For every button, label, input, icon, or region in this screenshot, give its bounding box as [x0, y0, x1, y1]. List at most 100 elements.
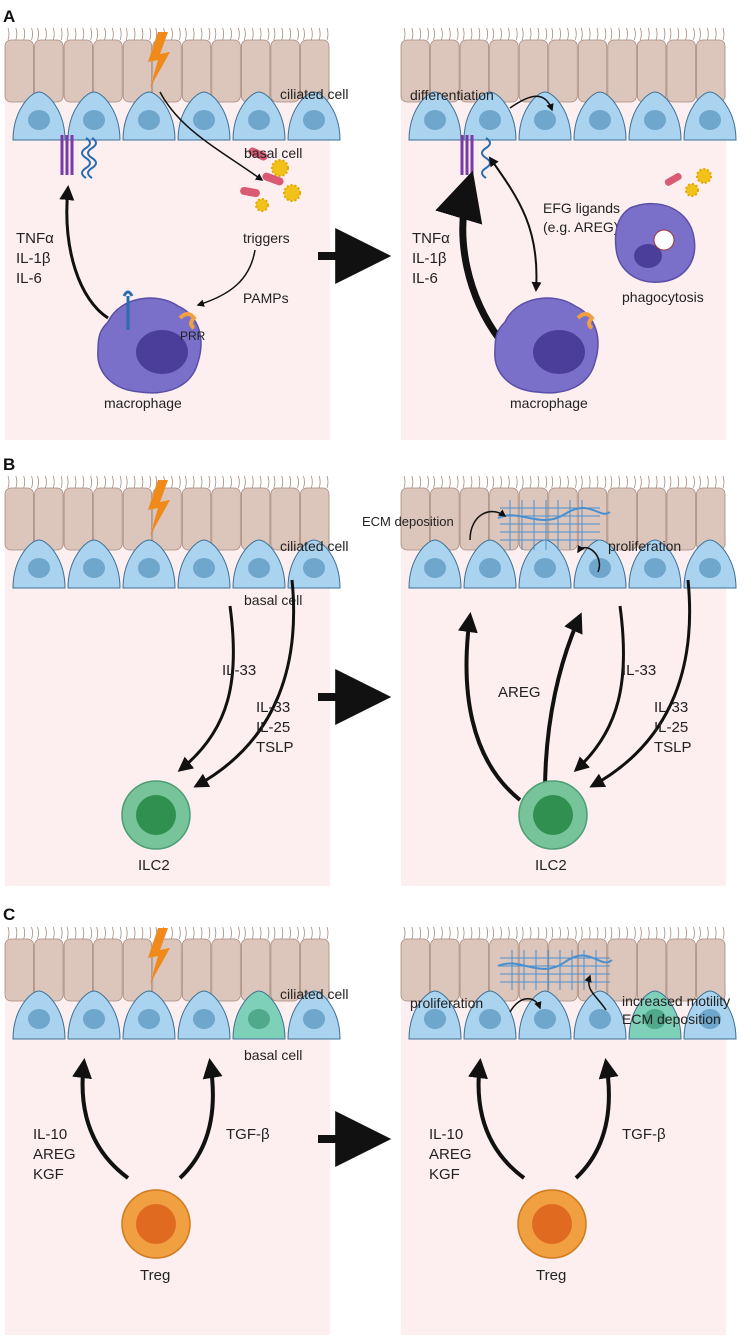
cilium: [610, 926, 613, 940]
cilium: [237, 475, 240, 489]
cilium: [693, 27, 695, 41]
cilium: [192, 926, 195, 940]
basal-nucleus: [699, 558, 721, 578]
cilium: [303, 27, 305, 41]
cilium: [267, 475, 270, 489]
cilium: [74, 926, 77, 940]
cilium: [596, 475, 599, 489]
arrow-areg: [543, 612, 583, 793]
cilium: [66, 27, 69, 41]
cilium: [15, 926, 18, 940]
cilium: [639, 475, 642, 489]
virus-icon: [685, 183, 699, 197]
cilium: [259, 475, 262, 489]
cilium: [559, 926, 561, 940]
cilium: [178, 475, 181, 489]
cilium: [52, 27, 55, 41]
mix-label: TSLP: [256, 739, 294, 756]
cilium: [141, 27, 144, 41]
cilium: [685, 926, 688, 940]
cilium: [604, 475, 607, 489]
cilium: [303, 475, 305, 489]
ilc2-label: ILC2: [535, 857, 567, 874]
cilium: [273, 926, 276, 940]
cilium: [462, 926, 465, 940]
cilium: [639, 926, 642, 940]
arrow-areg: [457, 612, 522, 802]
cilium: [596, 27, 599, 41]
basal-nucleus: [138, 1009, 160, 1029]
cilium: [74, 27, 77, 41]
cilium: [492, 27, 495, 41]
basal-nucleus: [589, 558, 611, 578]
cilium: [567, 475, 569, 489]
cilium: [580, 926, 583, 940]
epithelium: [400, 27, 737, 141]
cilium: [588, 475, 591, 489]
basal-nucleus: [83, 558, 105, 578]
cilium: [419, 475, 422, 489]
cilium: [310, 27, 313, 41]
cilium: [663, 926, 666, 940]
ecm-label: ECM deposition: [622, 1011, 721, 1027]
cilium: [251, 926, 254, 940]
basal-nucleus: [424, 558, 446, 578]
ciliated-cell: [270, 39, 300, 103]
basal-nucleus: [248, 1009, 270, 1029]
cilium: [448, 475, 451, 489]
ciliated-cell: [4, 938, 34, 1002]
areg-label: AREG: [498, 684, 541, 701]
cilium: [60, 475, 63, 489]
receptor-icon: [122, 290, 134, 330]
ciliated-cell: [459, 487, 490, 551]
cilium: [171, 475, 173, 489]
cilium: [685, 475, 688, 489]
ciliated-cell: [666, 39, 696, 103]
cilium: [610, 475, 613, 489]
cilium: [222, 475, 225, 489]
panel-letter-b: B: [3, 455, 15, 474]
cilium: [178, 926, 181, 940]
cilium: [633, 475, 636, 489]
arrow-tgf: [178, 1058, 223, 1180]
arrow-cytokines: [59, 185, 109, 320]
cilium: [74, 475, 77, 489]
cilium: [588, 926, 591, 940]
cilium: [722, 475, 725, 489]
arrow-trigger: [159, 91, 264, 181]
epithelium: [4, 926, 341, 1040]
cilium: [626, 926, 628, 940]
cilium: [669, 27, 672, 41]
cilium: [267, 27, 270, 41]
tgf-label: TGF-β: [622, 1126, 666, 1143]
ciliated-cell: [211, 938, 241, 1002]
cilium: [7, 27, 10, 41]
basal-nucleus: [28, 1009, 50, 1029]
il33-label: IL-33: [222, 662, 256, 679]
ciliated-cell: [666, 938, 696, 1002]
cilium: [580, 27, 583, 41]
arrow-motility: [584, 974, 607, 1011]
cilium: [448, 27, 451, 41]
cilium: [133, 475, 136, 489]
cilium: [96, 27, 99, 41]
cilium: [551, 475, 554, 489]
treg-nucleus: [532, 1204, 572, 1244]
cilium: [208, 926, 211, 940]
ciliated-cell: [607, 39, 637, 103]
cilium: [125, 475, 128, 489]
panel-a-right: differentiation TNFα IL-1β IL-6 EFG liga…: [400, 27, 737, 440]
cilium: [111, 27, 114, 41]
cilium: [259, 27, 262, 41]
differentiation-label: differentiation: [410, 87, 494, 103]
cilium: [251, 475, 254, 489]
cilium: [462, 475, 465, 489]
basal-nucleus: [303, 558, 325, 578]
cilium: [722, 926, 725, 940]
basal-nucleus: [193, 1009, 215, 1029]
treg-cytokine-label: AREG: [429, 1146, 472, 1163]
cilium: [448, 926, 451, 940]
basal-nucleus: [424, 110, 446, 130]
ecm-label: ECM deposition: [362, 514, 454, 529]
panel-b-left: ciliated cell basal cell IL-33 IL-33 IL-…: [4, 475, 348, 886]
